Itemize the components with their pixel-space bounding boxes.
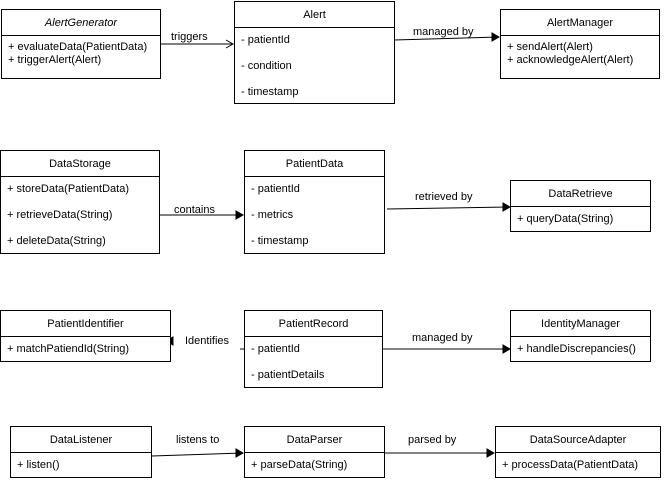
class-alert-manager[interactable]: AlertManager + sendAlert(Alert) + acknow… [500,9,660,79]
member: + evaluateData(PatientData) [8,41,148,53]
arrowhead-managed-by-alert [491,32,501,42]
class-header: IdentityManager [511,311,650,337]
class-header: AlertManager [501,10,659,36]
member: + handleDiscrepancies() [517,343,636,355]
class-name: Alert [303,8,326,21]
edge-retrieved-by [386,206,511,210]
member: + acknowledgeAlert(Alert) [507,54,634,66]
class-data-source-adapter[interactable]: DataSourceAdapter + processData(PatientD… [495,426,661,478]
member: + storeData(PatientData) [7,183,129,195]
class-patient-data[interactable]: PatientData - patientId - metrics - time… [244,150,385,254]
label-listens-to: listens to [176,434,220,446]
member: + deleteData(String) [7,235,106,247]
member: - timestamp [251,235,309,247]
class-header: PatientIdentifier [1,311,170,337]
member: - timestamp [241,86,299,98]
class-header: AlertGenerator [2,10,160,36]
member: - patientId [251,183,300,195]
class-patient-identifier[interactable]: PatientIdentifier + matchPatiendId(Strin… [0,310,171,362]
class-data-retrieve[interactable]: DataRetrieve + queryData(String) [510,180,651,232]
label-identifies: Identifies [185,335,230,347]
arrowhead-managed-by-record [502,344,512,354]
member: - patientId [251,343,300,355]
member: - metrics [251,209,294,221]
member: - condition [241,60,292,72]
class-name: AlertManager [546,16,614,29]
class-name: PatientData [285,157,344,170]
member: + sendAlert(Alert) [507,41,593,53]
label-retrieved-by: retrieved by [415,191,473,203]
member: + matchPatiendId(String) [7,343,129,355]
arrowhead-listens-to [235,448,245,458]
member: + processData(PatientData) [502,459,639,471]
arrowhead-retrieved-by [502,202,512,212]
label-managed-by-record: managed by [412,332,473,344]
class-name: PatientIdentifier [47,317,124,330]
class-name: IdentityManager [541,317,620,330]
class-header: PatientRecord [245,311,382,337]
label-parsed-by: parsed by [408,434,457,446]
class-header: DataStorage [1,151,159,177]
class-name: DataRetrieve [548,187,613,200]
class-header: PatientData [245,151,384,177]
arrowhead-parsed-by [486,448,496,458]
class-header: Alert [235,2,394,28]
class-alert[interactable]: Alert - patientId - condition - timestam… [234,1,395,104]
class-name: DataListener [49,433,113,446]
member: + parseData(String) [251,459,348,471]
member: + listen() [17,459,60,471]
edge-managed-by-alert [393,36,500,41]
class-name: PatientRecord [278,317,349,330]
class-header: DataListener [11,427,151,453]
class-data-storage[interactable]: DataStorage + storeData(PatientData) + r… [0,150,160,254]
member: + triggerAlert(Alert) [8,54,102,66]
class-alert-generator[interactable]: AlertGenerator + evaluateData(PatientDat… [1,9,161,79]
label-managed-by-alert: managed by [413,26,474,38]
class-name: AlertGenerator [44,16,118,29]
label-triggers: triggers [171,31,208,43]
class-data-listener[interactable]: DataListener + listen() [10,426,152,478]
class-header: DataSourceAdapter [496,427,660,453]
label-contains: contains [174,204,215,216]
member: - patientId [241,34,290,46]
member: - patientDetails [251,369,325,381]
member: + queryData(String) [517,213,614,225]
member: + retrieveData(String) [7,209,113,221]
class-identity-manager[interactable]: IdentityManager + handleDiscrepancies() [510,310,651,362]
arrowhead-triggers [225,39,235,49]
class-data-parser[interactable]: DataParser + parseData(String) [244,426,385,478]
class-name: DataStorage [49,157,111,170]
class-header: DataParser [245,427,384,453]
class-patient-record[interactable]: PatientRecord - patientId - patientDetai… [244,310,383,388]
class-name: DataSourceAdapter [529,433,627,446]
class-header: DataRetrieve [511,181,650,207]
arrowhead-contains [235,210,245,220]
class-name: DataParser [286,433,343,446]
edge-listens-to [151,452,244,457]
